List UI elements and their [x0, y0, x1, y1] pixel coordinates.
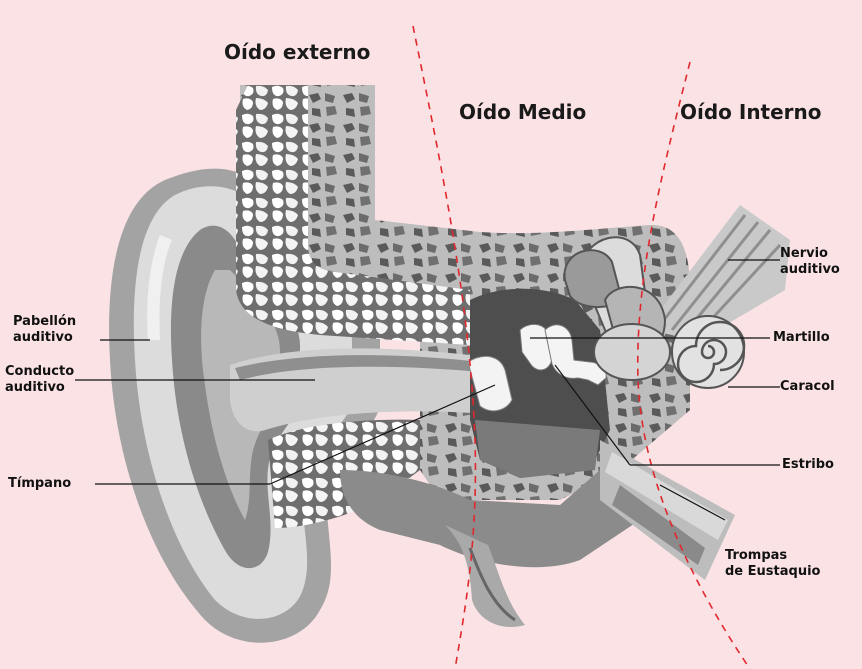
label-hammer: Martillo	[773, 330, 830, 346]
label-nerve: Nervio auditivo	[780, 246, 840, 278]
label-eardrum: Tímpano	[8, 476, 71, 492]
label-canal: Conducto auditivo	[5, 364, 74, 396]
cochlea-shape	[672, 316, 744, 388]
label-pinna: Pabellón auditivo	[13, 314, 76, 346]
label-stirrup: Estribo	[782, 457, 834, 473]
region-middle-ear: Oído Medio	[459, 100, 586, 124]
label-cochlea: Caracol	[780, 379, 835, 395]
label-eustachian: Trompas de Eustaquio	[725, 548, 820, 580]
region-inner-ear: Oído Interno	[680, 100, 822, 124]
region-outer-ear: Oído externo	[224, 40, 370, 64]
